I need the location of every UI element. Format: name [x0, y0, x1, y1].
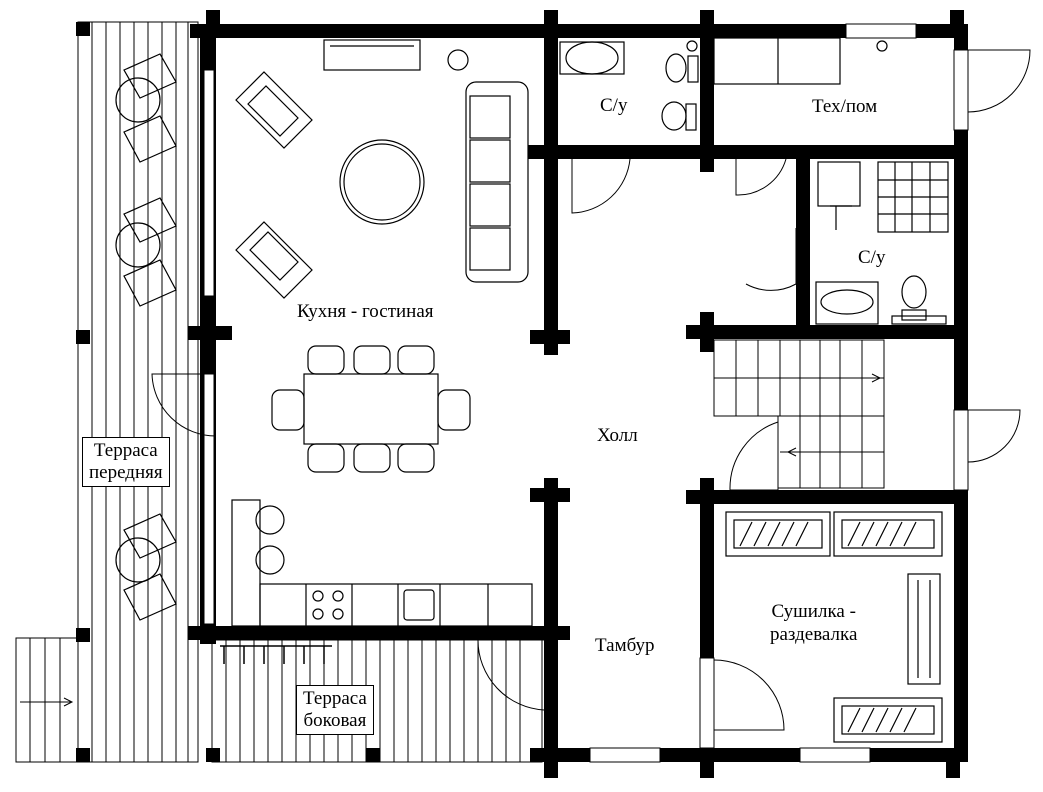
terrace-front-posts [76, 22, 90, 762]
room-label-vestibule: Тамбур [595, 635, 655, 656]
room-label-drying-line1: Сушилка - [771, 601, 856, 622]
wc-top-fixtures [559, 40, 699, 131]
terrace-chairs [115, 53, 177, 621]
walls [188, 10, 968, 778]
room-label-terrace-side: Терраса боковая [296, 685, 374, 735]
terrace-side-posts [206, 748, 380, 762]
room-label-drying-line2: раздевалка [770, 624, 858, 645]
room-label-wc-top: С/у [600, 95, 628, 116]
room-label-terrace-front-line2: передняя [89, 462, 163, 483]
room-label-terrace-side-line2: боковая [303, 710, 367, 731]
room-label-drying: Сушилка - раздевалка [770, 600, 857, 646]
room-label-hall: Холл [597, 425, 638, 446]
tech-room-fixtures [713, 37, 888, 85]
room-label-terrace-front: Терраса передняя [82, 437, 170, 487]
terrace-front-decking [77, 21, 199, 763]
room-label-terrace-side-line1: Терраса [303, 688, 367, 709]
staircase [713, 339, 885, 489]
drying-racks [725, 511, 943, 743]
bar-stools-terrace [220, 645, 332, 664]
windows [203, 23, 969, 763]
room-label-kitchen: Кухня - гостиная [297, 301, 434, 322]
kitchen-furniture [231, 39, 533, 627]
entry-steps [15, 637, 79, 763]
room-label-wc-right: С/у [858, 247, 886, 268]
wc-right-fixtures [815, 161, 949, 325]
room-label-tech: Тех/пом [812, 96, 878, 117]
room-label-terrace-front-line1: Терраса [93, 440, 158, 461]
terrace-side-decking [211, 639, 543, 763]
